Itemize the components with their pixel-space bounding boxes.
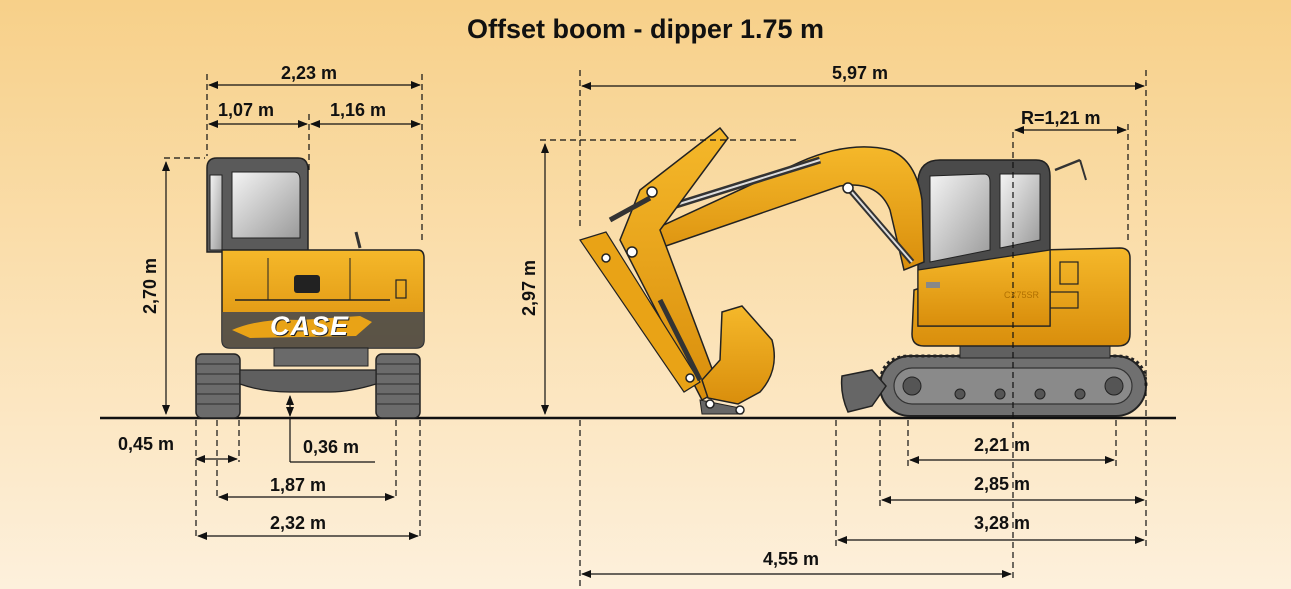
dim-side-overall-length: 5,97 m <box>832 63 889 83</box>
dim-tail-radius: R=1,21 m <box>1021 108 1101 128</box>
dozer-blade <box>840 369 887 413</box>
case-logo: CASE <box>270 311 350 341</box>
front-dimension-lines <box>162 74 423 540</box>
dim-front-overall-width: 2,23 m <box>281 63 338 83</box>
model-badge: CX75SR <box>1004 290 1040 300</box>
dim-track-length: 2,85 m <box>974 474 1031 494</box>
boom <box>638 146 925 272</box>
dim-transport-length: 4,55 m <box>763 549 820 569</box>
front-track-left <box>195 353 241 419</box>
side-dimension-lines <box>540 70 1147 586</box>
dim-front-right-offset: 1,16 m <box>330 100 387 120</box>
diagram-title: Offset boom - dipper 1.75 m <box>466 14 825 44</box>
front-view-machine <box>195 157 425 419</box>
dim-blade-to-rear: 3,28 m <box>974 513 1031 533</box>
dim-side-height: 2,97 m <box>519 259 539 317</box>
bucket <box>701 305 775 405</box>
dim-track-shoe-width: 0,45 m <box>118 434 175 454</box>
dim-track-gauge: 1,87 m <box>270 475 327 495</box>
dim-ground-clearance: 0,36 m <box>303 437 360 457</box>
dipper-arm <box>619 126 729 402</box>
dim-undercarriage-width: 2,32 m <box>270 513 327 533</box>
side-view-machine <box>579 126 1148 417</box>
dim-front-left-offset: 1,07 m <box>218 100 275 120</box>
dim-front-height: 2,70 m <box>140 257 160 315</box>
dim-tumbler-distance: 2,21 m <box>974 435 1031 455</box>
front-track-right <box>375 353 421 419</box>
